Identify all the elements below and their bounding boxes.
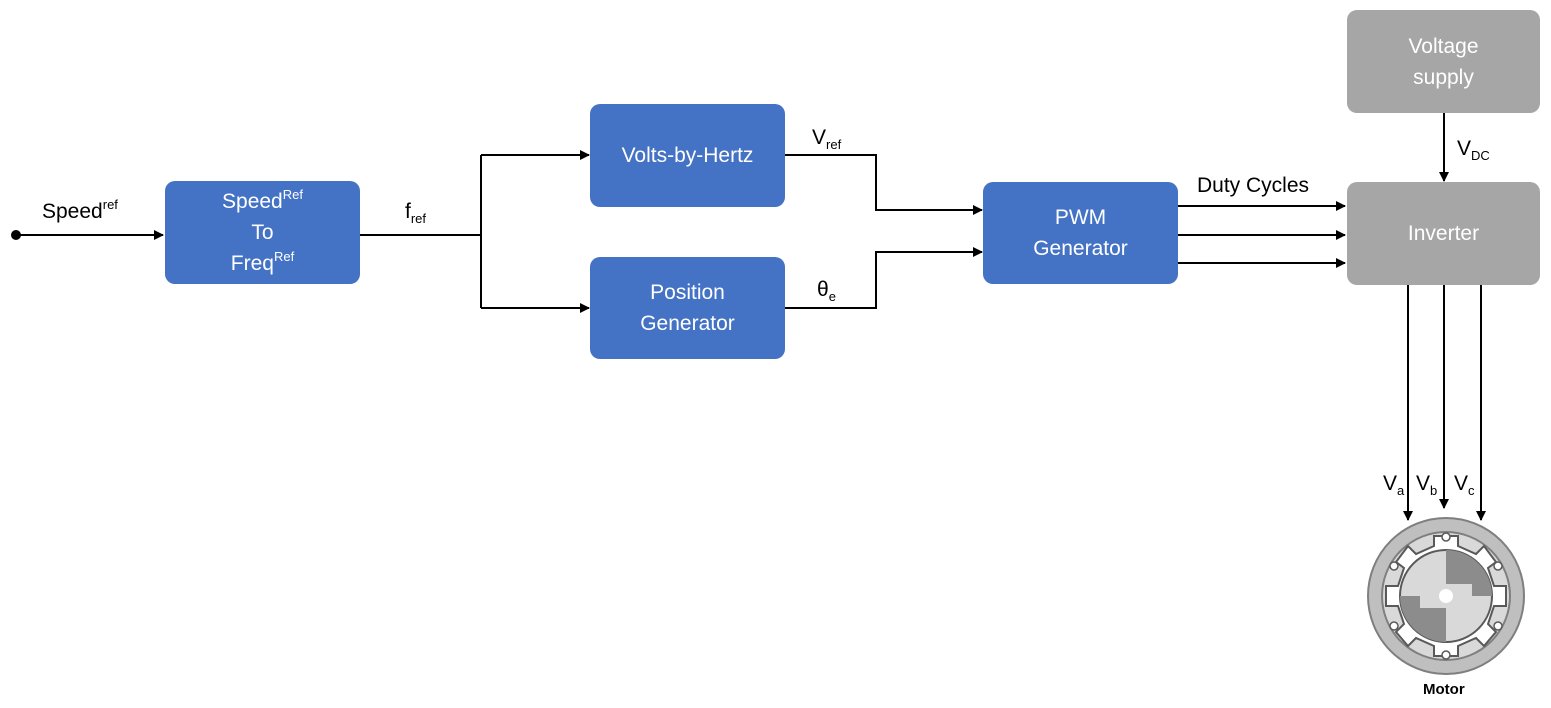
motor-label: Motor (1423, 681, 1465, 698)
speed-to-freq-block: SpeedRef To FreqRef (165, 181, 360, 284)
wire-v-ref (785, 154, 983, 215)
speed-ref-label: Speedref (42, 197, 118, 223)
v-ref-label: Vref (812, 126, 842, 152)
motor-icon (1367, 517, 1525, 675)
position-generator-block: Position Generator (590, 257, 785, 359)
v-c-label: Vc (1454, 472, 1475, 498)
v-a-label: Va (1383, 472, 1405, 498)
inverter-block: Inverter (1347, 182, 1540, 285)
voltage-supply-block: Voltage supply (1347, 10, 1540, 113)
v-dc-label: VDC (1457, 137, 1490, 163)
f-ref-label: fref (405, 200, 427, 226)
v-b-label: Vb (1416, 472, 1438, 498)
pwm-generator-block: PWM Generator (983, 182, 1178, 284)
duty-cycles-label: Duty Cycles (1197, 174, 1310, 197)
volts-by-hertz-block: Volts-by-Hertz (590, 104, 785, 207)
theta-e-label: θe (817, 278, 836, 304)
wire-theta-e (785, 247, 983, 309)
